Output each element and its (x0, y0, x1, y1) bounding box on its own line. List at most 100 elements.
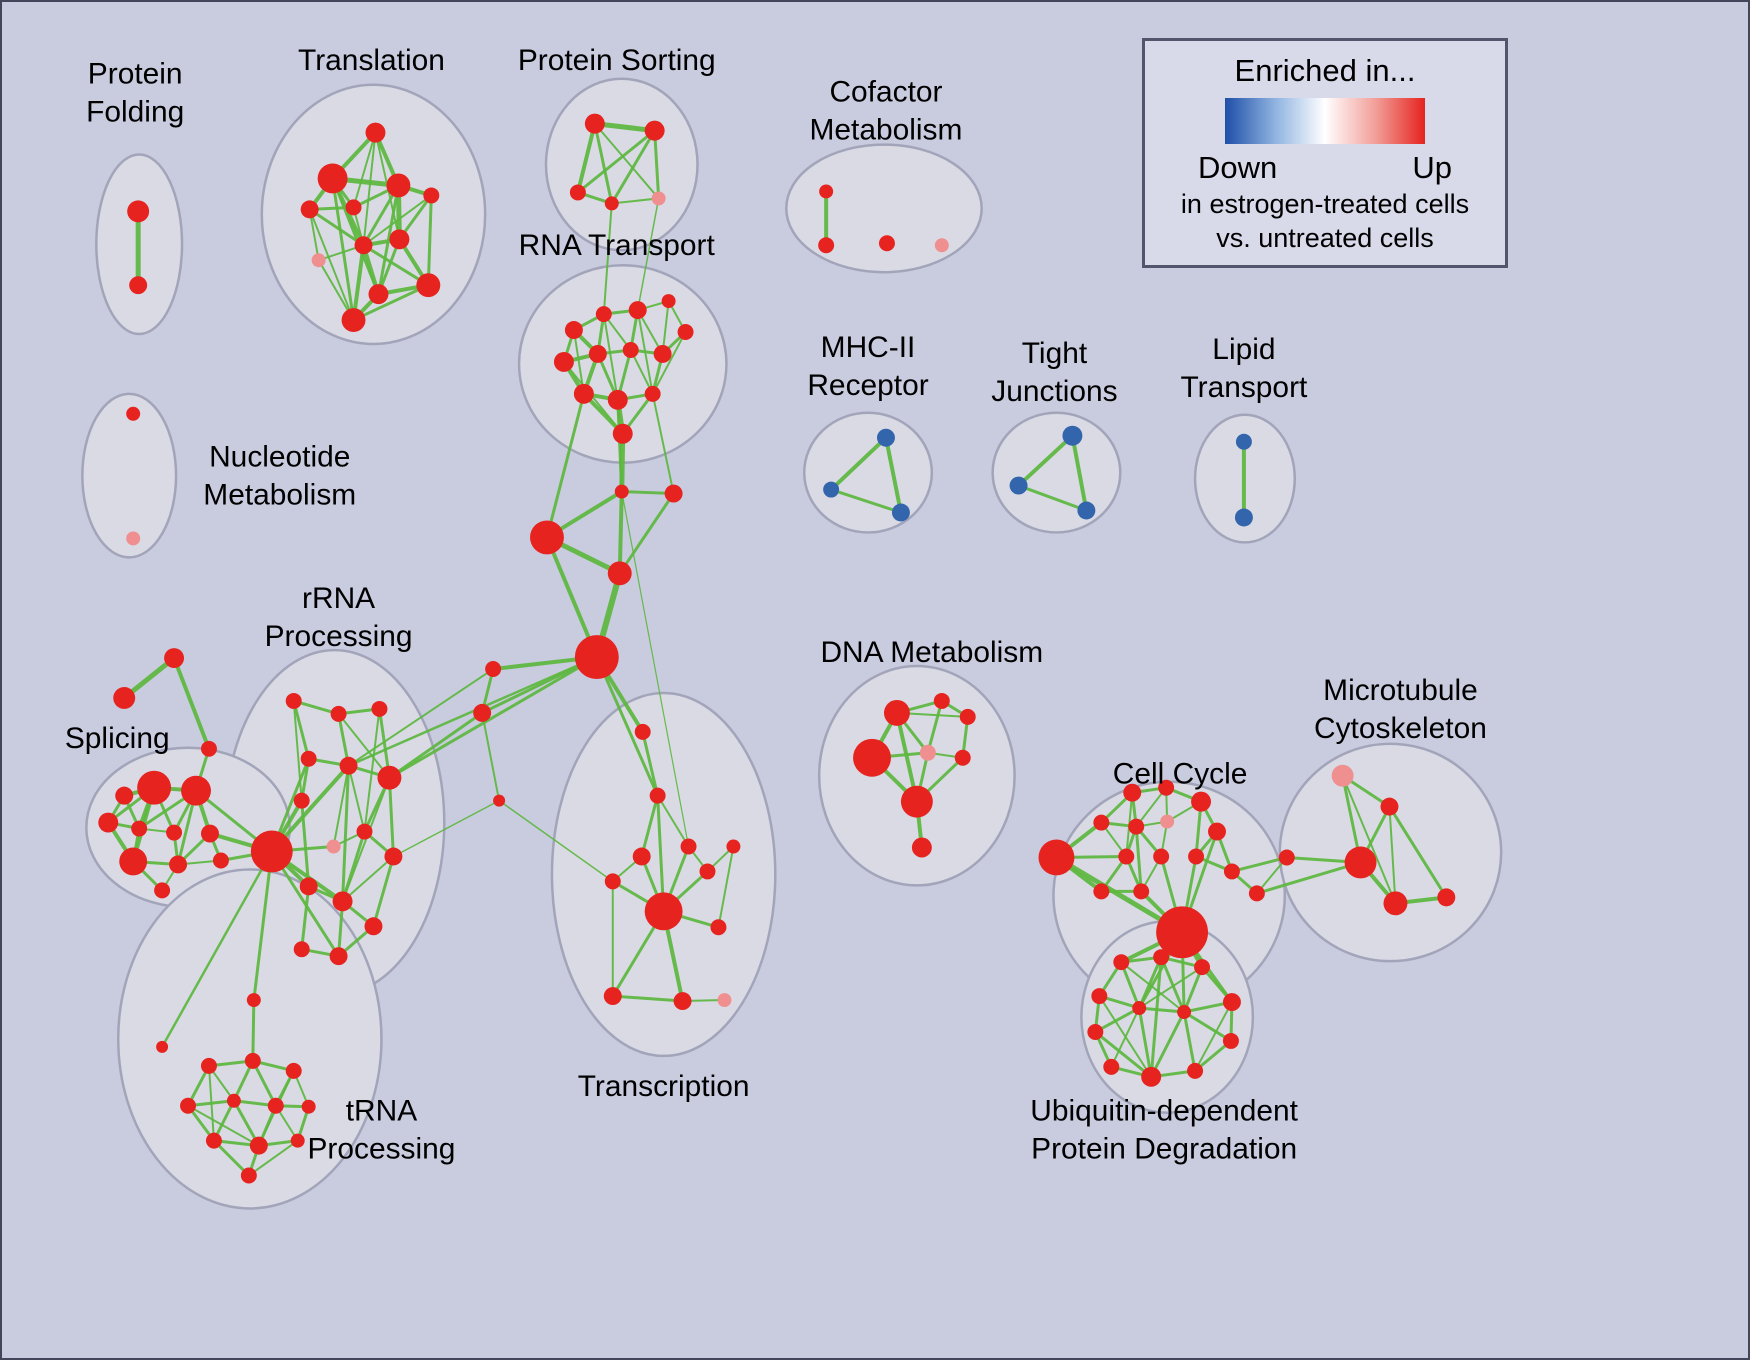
node-cc8 (1160, 814, 1175, 829)
node-sp3 (115, 786, 134, 805)
edge-ps2-ps5 (653, 129, 661, 200)
edge-r11-c1 (616, 398, 624, 494)
node-tleft (156, 1040, 169, 1053)
edge-tx3-c1 (621, 490, 690, 848)
edge-tn0-tn2 (251, 998, 256, 1063)
node-u10 (1187, 1062, 1204, 1079)
edge-u1-u11 (1119, 960, 1141, 1010)
node-mt5 (1437, 888, 1456, 907)
edge-t8-t10 (362, 243, 430, 287)
node-r6 (553, 351, 574, 372)
edge-m3-rr10 (392, 799, 500, 858)
node-tx8 (726, 839, 741, 854)
node-rrhub (250, 830, 293, 873)
node-sp10 (212, 852, 229, 869)
node-r8 (622, 341, 639, 358)
edge-tleft-rrhub (160, 850, 274, 1049)
node-tg3 (200, 740, 217, 757)
node-m2 (473, 703, 492, 722)
node-t7 (311, 253, 326, 268)
edge-mt2-mt4 (1388, 805, 1397, 905)
edge-mt2-mt5 (1387, 805, 1448, 899)
node-tg1 (164, 648, 185, 669)
edge-tn4-tn9 (187, 1104, 260, 1147)
node-rr14 (329, 947, 348, 966)
edge-rr5-rr12 (341, 764, 351, 903)
cluster-ellipse-tight-junctions (991, 411, 1122, 534)
edge-rr10-rr12 (341, 855, 395, 903)
node-cc12 (1223, 863, 1240, 880)
node-sp9 (169, 855, 188, 874)
node-cc15 (1248, 885, 1265, 902)
node-tj2 (1009, 476, 1028, 495)
edge-mt6-cc12 (1230, 855, 1289, 873)
edge-u6-u11 (1093, 1006, 1141, 1034)
node-tn1 (200, 1057, 217, 1074)
legend-box: Enriched in... Down Up in estrogen-treat… (1142, 38, 1508, 268)
node-t12 (341, 308, 366, 333)
node-rr3 (371, 700, 388, 717)
node-tx10 (603, 987, 622, 1006)
node-mt2 (1380, 797, 1399, 816)
edge-ps2-ps3 (576, 129, 657, 194)
cluster-label-trna-processing: tRNA (346, 1095, 418, 1128)
node-tx3 (680, 838, 697, 855)
node-cc10 (1118, 848, 1135, 865)
edge-u2-u11 (1137, 955, 1163, 1010)
cluster-label-splicing: Splicing (65, 722, 170, 755)
cluster-label-mhc-ii-receptor: MHC-II (821, 331, 916, 364)
node-d8 (911, 837, 932, 858)
edge-t6-t10 (426, 193, 433, 287)
cluster-label-translation: Translation (298, 44, 445, 77)
node-r3 (628, 301, 647, 320)
node-tx11 (673, 992, 692, 1011)
edge-rr1-rr7 (292, 699, 303, 802)
node-r2 (595, 306, 612, 323)
node-cf3 (878, 235, 895, 252)
edge-tx10-tx11 (611, 994, 685, 1003)
node-ps2 (644, 120, 665, 141)
node-c2 (664, 484, 683, 503)
node-r4 (661, 294, 676, 309)
edge-u6-u9 (1093, 1030, 1153, 1079)
node-u9 (1141, 1066, 1162, 1087)
cluster-ellipse-transcription (550, 691, 777, 1058)
node-rr12 (332, 891, 353, 912)
node-rr4 (300, 750, 317, 767)
edge-t2-t12 (331, 176, 356, 322)
edge-ps1-ps5 (593, 122, 660, 200)
node-tn7 (301, 1099, 316, 1114)
edge-u9-u12 (1149, 1010, 1186, 1079)
cluster-label-protein-folding: Folding (86, 96, 184, 129)
node-c1 (614, 484, 629, 499)
node-mt4 (1383, 891, 1408, 916)
cluster-label-dna-metabolism: DNA Metabolism (820, 636, 1043, 669)
edge-hub-rr6 (387, 655, 599, 780)
cluster-ellipse-trna-processing (116, 868, 383, 1210)
legend-gradient-bar (1225, 98, 1425, 144)
node-tg2 (113, 686, 136, 709)
node-tn4 (180, 1097, 197, 1114)
node-tx9 (710, 919, 727, 936)
node-c4 (607, 561, 632, 586)
cluster-label-rna-transport: RNA Transport (519, 229, 716, 262)
node-rr7 (293, 792, 310, 809)
node-tn3 (285, 1062, 302, 1079)
edge-t1-t8 (362, 131, 377, 247)
node-nm1 (126, 406, 141, 421)
cluster-label-microtubule-cytoskeleton: Microtubule (1323, 674, 1478, 707)
node-mt1 (1331, 764, 1354, 787)
edge-u3-u11 (1138, 966, 1204, 1010)
node-ps3 (569, 184, 586, 201)
node-r11 (607, 389, 628, 410)
cluster-label-ubiquitin-degradation: Protein Degradation (1031, 1133, 1297, 1166)
edge-ps1-ps3 (575, 121, 597, 195)
cluster-ellipse-nucleotide-metabolism (81, 392, 178, 559)
cluster-label-mhc-ii-receptor: Receptor (807, 369, 928, 402)
node-cc7 (1128, 818, 1145, 835)
node-t8 (354, 236, 373, 255)
cluster-label-tight-junctions: Junctions (991, 375, 1117, 408)
node-u7 (1222, 1032, 1239, 1049)
node-tx6 (644, 892, 683, 931)
edge-ps1-ps2 (592, 121, 658, 134)
